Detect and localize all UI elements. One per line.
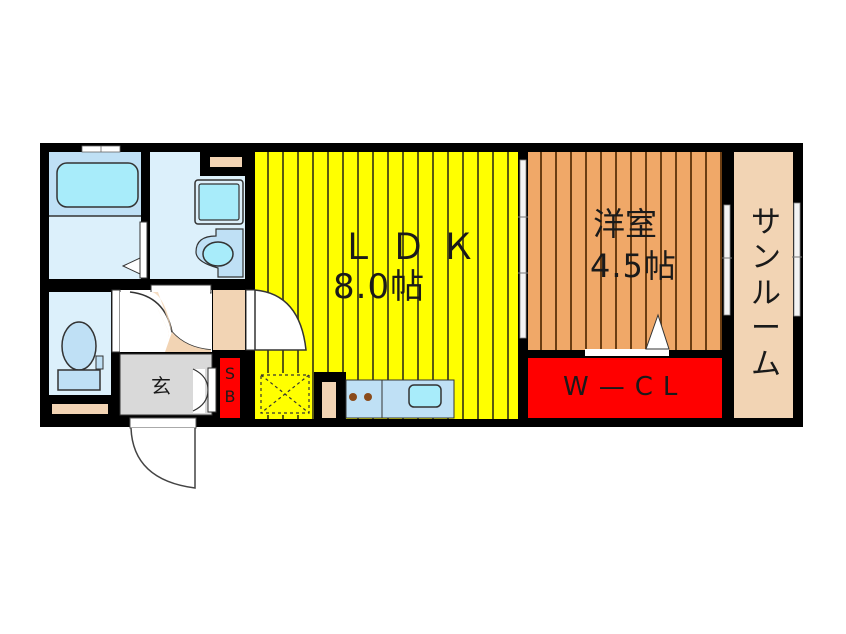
door-triangle-icon	[121, 257, 141, 275]
exterior-window	[793, 202, 801, 317]
kitchen-sink-icon	[408, 384, 442, 408]
stove-burner-icon	[349, 393, 357, 401]
washroom	[150, 152, 245, 279]
shoe-box	[220, 358, 240, 418]
hallway	[111, 284, 256, 353]
ldk-size-label: 8.0帖	[333, 267, 426, 307]
bathtub-icon	[56, 162, 139, 208]
sunroom-window	[723, 204, 731, 316]
toilet-room	[49, 292, 111, 414]
ldk-label: ＬＤＫ	[340, 227, 491, 268]
sunroom	[734, 152, 793, 418]
storage-shelf	[52, 404, 108, 414]
sunroom-label: サンルーム	[751, 205, 781, 382]
ldk-room	[254, 152, 518, 422]
door-triangle-icon	[645, 313, 670, 350]
storage-shelf	[210, 157, 242, 167]
toilet-icon	[61, 321, 97, 371]
walk-in-closet-label: W—CL	[563, 372, 688, 402]
front-door	[129, 417, 197, 489]
walk-in-closet	[528, 358, 722, 418]
entrance	[119, 353, 240, 418]
western-room-label: 洋室	[593, 205, 658, 243]
western-room-size-label: 4.5帖	[590, 247, 677, 285]
entrance-label: 玄	[151, 374, 171, 398]
shoe-box-label: SB	[224, 364, 236, 407]
western-room	[528, 152, 722, 356]
stove-burner-icon	[364, 393, 372, 401]
bathroom	[49, 152, 148, 279]
sliding-window	[519, 159, 527, 339]
